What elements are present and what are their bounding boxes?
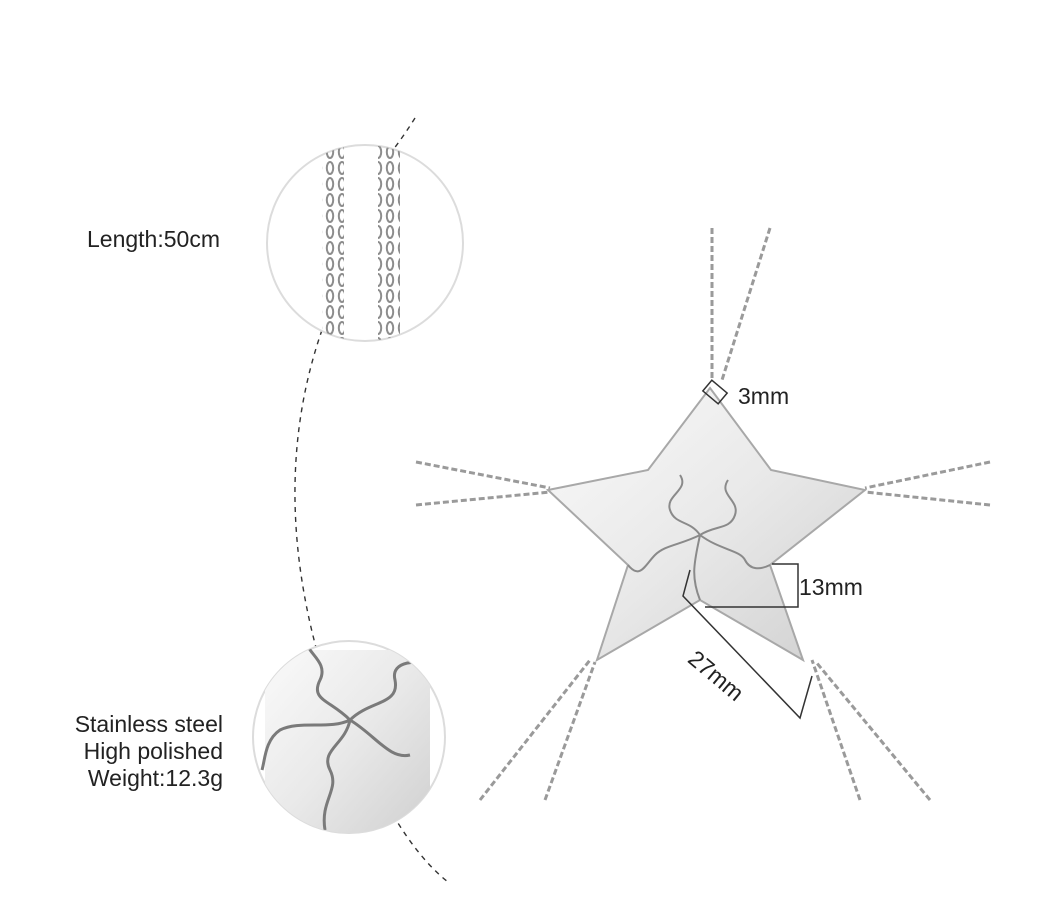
bail-dimension-label: 3mm (738, 383, 790, 409)
star-pendant (545, 386, 868, 663)
spec-block: Stainless steel High polished Weight:12.… (75, 711, 223, 792)
chain-length-label: Length:50cm (87, 226, 220, 252)
dashed-guide-curve (294, 117, 449, 883)
weight-label: Weight:12.3g (87, 765, 223, 791)
dimension-lines (682, 379, 813, 720)
chain-zoom-circle (266, 144, 464, 342)
chain-strand-right (378, 145, 400, 340)
material-label: Stainless steel (74, 711, 223, 737)
puzzle-zoom-circle (252, 640, 446, 834)
chain-strand-left (322, 145, 344, 340)
tab-dimension-label: 13mm (799, 574, 863, 600)
pendant-chains (415, 227, 991, 801)
finish-label: High polished (83, 738, 223, 764)
